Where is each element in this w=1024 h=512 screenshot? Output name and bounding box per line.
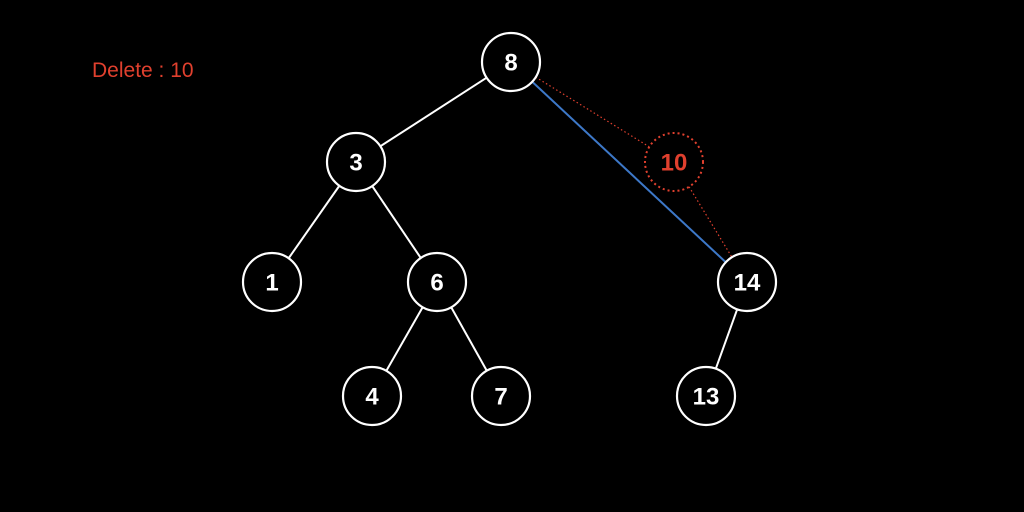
edge-n6-n4 [385, 306, 424, 372]
node-circle [480, 31, 542, 93]
tree-node-4: 4 [341, 365, 403, 427]
tree-node-3: 3 [325, 131, 387, 193]
node-circle [470, 365, 532, 427]
node-label: 7 [494, 384, 507, 411]
node-label: 8 [504, 50, 517, 77]
edge-n6-n7 [450, 306, 488, 372]
edge-n10-n14 [688, 186, 733, 258]
edge-layer [287, 76, 739, 372]
node-label: 3 [349, 150, 362, 177]
node-circle [341, 365, 403, 427]
edge-n8-n3 [379, 76, 488, 148]
node-layer: 8 3 10 1 6 14 4 7 13 [241, 31, 778, 427]
edge-n8-n14 [531, 81, 727, 263]
edge-n3-n6 [371, 185, 422, 259]
node-label: 4 [365, 384, 379, 411]
node-circle [675, 365, 737, 427]
edge-n14-n13 [714, 308, 739, 370]
tree-node-14: 14 [716, 251, 778, 313]
node-label: 10 [661, 150, 688, 177]
edge-n8-n10 [535, 76, 650, 148]
node-circle [325, 131, 387, 193]
node-circle [716, 251, 778, 313]
tree-node-6: 6 [406, 251, 468, 313]
tree-node-8: 8 [480, 31, 542, 93]
node-label: 6 [430, 270, 443, 297]
tree-node-13: 13 [675, 365, 737, 427]
node-circle [241, 251, 303, 313]
operation-caption: Delete : 10 [92, 59, 194, 82]
edge-n3-n1 [287, 185, 341, 259]
node-label: 13 [693, 384, 720, 411]
node-circle [644, 132, 704, 192]
tree-node-10: 10 [644, 132, 704, 192]
node-circle [406, 251, 468, 313]
tree-node-1: 1 [241, 251, 303, 313]
tree-node-7: 7 [470, 365, 532, 427]
node-label: 14 [734, 270, 761, 297]
node-label: 1 [265, 270, 278, 297]
